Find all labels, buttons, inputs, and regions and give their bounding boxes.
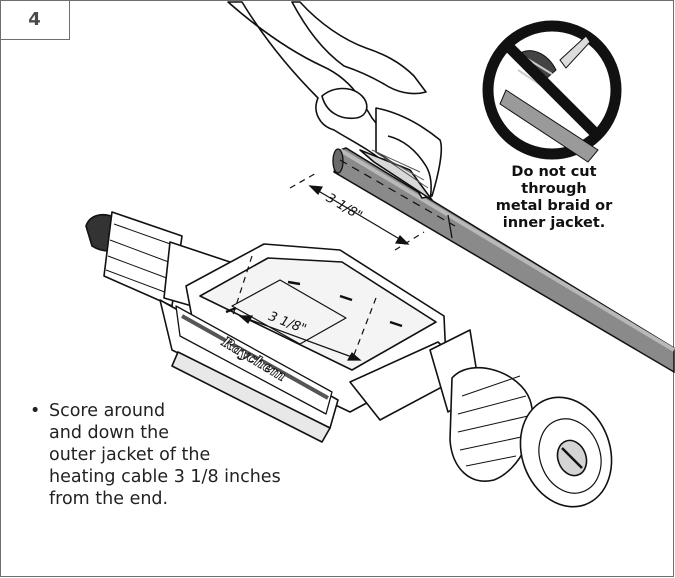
cable-dimension bbox=[289, 171, 425, 251]
hand-with-knife-icon bbox=[227, 1, 443, 201]
warning-caption: Do not cut through metal braid or inner … bbox=[480, 164, 628, 232]
no-cut-icon bbox=[482, 20, 622, 163]
instruction-line: Score around bbox=[49, 401, 166, 421]
warning-caption-line: metal braid or bbox=[495, 198, 613, 214]
instruction-text: • Score around and down the outer jacket… bbox=[30, 400, 350, 510]
instruction-line: from the end. bbox=[49, 489, 169, 509]
connector-body bbox=[85, 211, 613, 508]
warning-caption-line: Do not cut through bbox=[511, 164, 597, 197]
instruction-line: outer jacket of the bbox=[49, 445, 211, 465]
instruction-line: heating cable 3 1/8 inches bbox=[49, 467, 281, 487]
cable-dimension-label: 3 1/8" bbox=[323, 191, 364, 224]
step-number: 4 bbox=[0, 0, 70, 40]
heating-cable bbox=[332, 147, 675, 374]
bullet-icon: • bbox=[30, 401, 41, 421]
warning-caption-line: inner jacket. bbox=[502, 215, 606, 231]
instruction-line: and down the bbox=[49, 423, 169, 443]
connector-dimension bbox=[231, 255, 377, 361]
